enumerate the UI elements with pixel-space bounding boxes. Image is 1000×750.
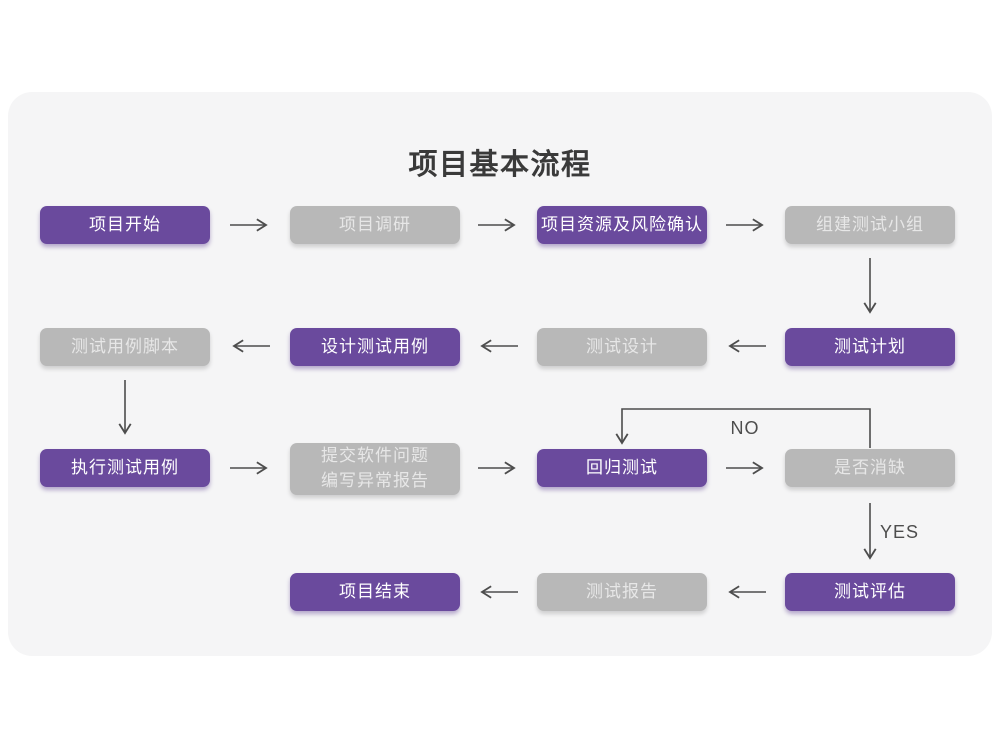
- flow-node-project-start: 项目开始: [40, 206, 210, 244]
- flow-node-project-end: 项目结束: [290, 573, 460, 611]
- flow-node-build-test-team: 组建测试小组: [785, 206, 955, 244]
- flowchart-card: [8, 92, 992, 656]
- flow-node-test-plan: 测试计划: [785, 328, 955, 366]
- flow-node-execute-test-cases: 执行测试用例: [40, 449, 210, 487]
- page-title: 项目基本流程: [408, 149, 592, 181]
- flow-node-defect-cleared: 是否消缺: [785, 449, 955, 487]
- flow-node-project-research: 项目调研: [290, 206, 460, 244]
- flow-node-resource-risk: 项目资源及风险确认: [537, 206, 707, 244]
- flow-node-test-report: 测试报告: [537, 573, 707, 611]
- flow-node-test-evaluation: 测试评估: [785, 573, 955, 611]
- flow-node-test-design: 测试设计: [537, 328, 707, 366]
- flow-node-submit-issue-report: 提交软件问题 编写异常报告: [290, 443, 460, 495]
- flow-node-design-test-cases: 设计测试用例: [290, 328, 460, 366]
- flow-node-regression-test: 回归测试: [537, 449, 707, 487]
- flow-node-test-case-script: 测试用例脚本: [40, 328, 210, 366]
